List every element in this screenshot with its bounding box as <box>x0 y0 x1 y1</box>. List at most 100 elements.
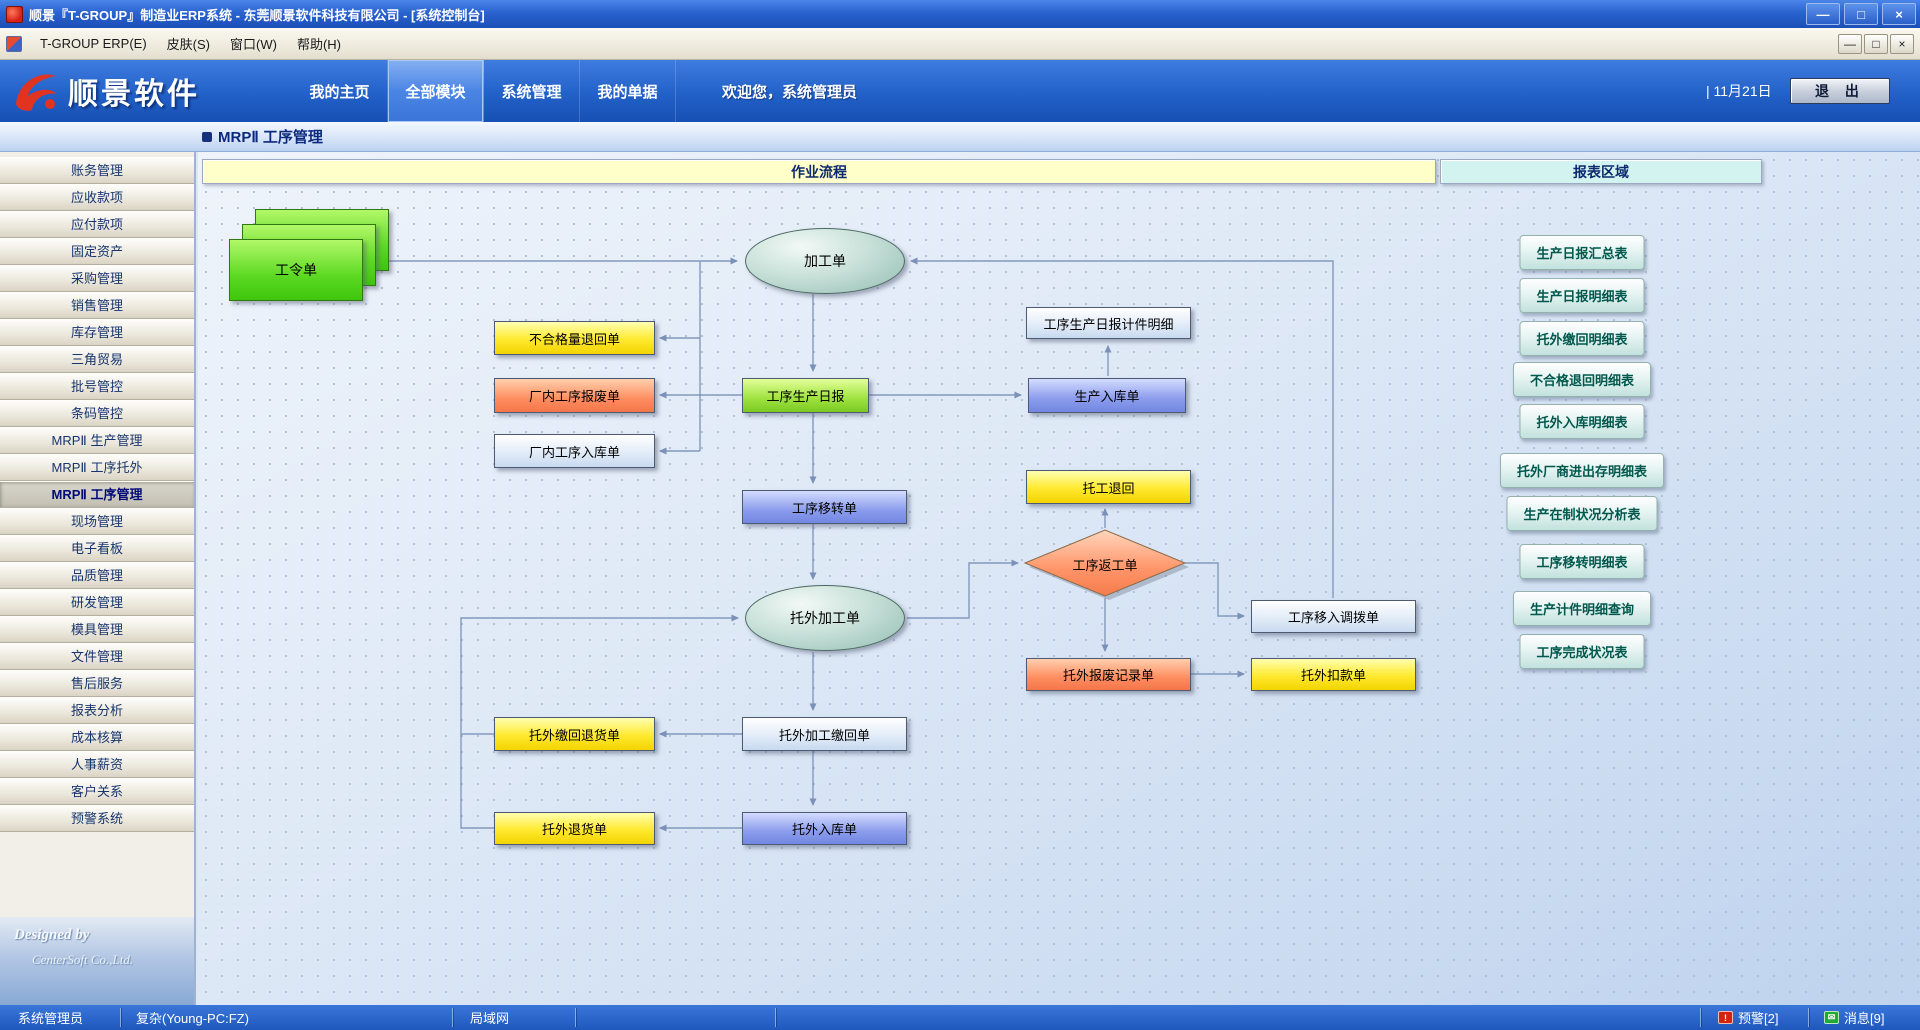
report-production-daily-detail[interactable]: 生产日报明细表 <box>1519 278 1645 313</box>
status-messages[interactable]: ✉ 消息[9] <box>1824 1005 1884 1030</box>
status-separator <box>120 1008 121 1027</box>
menu-tgroup-erp[interactable]: T-GROUP ERP(E) <box>40 36 147 51</box>
report-transfer-detail[interactable]: 工序移转明细表 <box>1519 544 1645 579</box>
sidebar-item-mold[interactable]: 模具管理 <box>0 616 194 643</box>
node-outsource-scrap[interactable]: 托外报废记录单 <box>1026 658 1191 691</box>
sidebar-item-triangle-trade[interactable]: 三角贸易 <box>0 346 194 373</box>
report-process-completion-status[interactable]: 工序完成状况表 <box>1519 634 1645 669</box>
node-transfer-order[interactable]: 工序移转单 <box>742 490 907 524</box>
node-transfer-in-allot[interactable]: 工序移入调拨单 <box>1251 600 1416 633</box>
sidebar-item-barcode-control[interactable]: 条码管控 <box>0 400 194 427</box>
report-outsource-receipt-detail[interactable]: 托外缴回明细表 <box>1519 321 1645 356</box>
minimize-button[interactable]: — <box>1806 3 1840 25</box>
node-rework-order[interactable]: 工序返工单 <box>1072 558 1138 573</box>
status-machine: 复杂(Young-PC:FZ) <box>136 1011 249 1026</box>
status-alerts[interactable]: ! 预警[2] <box>1718 1005 1778 1030</box>
sidebar-item-files[interactable]: 文件管理 <box>0 643 194 670</box>
node-factory-inbound[interactable]: 厂内工序入库单 <box>494 434 655 468</box>
sidebar-item-accounting[interactable]: 账务管理 <box>0 157 194 184</box>
date-label: | 11月21日 <box>1706 83 1772 99</box>
app-logo-icon <box>6 5 23 23</box>
sidebar-item-purchasing[interactable]: 采购管理 <box>0 265 194 292</box>
sidebar-item-shopfloor[interactable]: 现场管理 <box>0 508 194 535</box>
report-reject-return-detail[interactable]: 不合格退回明细表 <box>1512 362 1652 397</box>
window-title: 顺景『T-GROUP』制造业ERP系统 - 东莞顺景软件科技有限公司 - [系统… <box>29 7 485 23</box>
sidebar-item-quality[interactable]: 品质管理 <box>0 562 194 589</box>
brand-name: 顺景软件 <box>68 78 200 111</box>
node-outsource-refund[interactable]: 托外退货单 <box>494 812 655 845</box>
sidebar-item-mrp2-production[interactable]: MRPⅡ 生产管理 <box>0 427 194 454</box>
node-outsource-order[interactable]: 托外加工单 <box>745 585 905 651</box>
company-text: CenterSoft Co.,Ltd. <box>32 952 134 967</box>
sidebar-item-payables[interactable]: 应付款项 <box>0 211 194 238</box>
report-outsource-vendor-inout-detail[interactable]: 托外厂商进出存明细表 <box>1499 453 1665 488</box>
node-outsource-deduction[interactable]: 托外扣款单 <box>1251 658 1416 691</box>
swoosh-logo-icon <box>16 74 56 111</box>
mdi-restore-button[interactable]: □ <box>1864 33 1888 54</box>
sidebar-item-mrp2-process[interactable]: MRPⅡ 工序管理 <box>0 481 194 508</box>
flow-connectors <box>363 257 1334 832</box>
welcome-text: 欢迎您，系统管理员 <box>722 83 858 101</box>
mdi-close-button[interactable]: × <box>1890 33 1914 54</box>
report-production-daily-summary[interactable]: 生产日报汇总表 <box>1519 235 1645 270</box>
message-icon: ✉ <box>1824 1011 1839 1024</box>
flowchart-canvas: 作业流程 报表区域 <box>198 152 1920 1005</box>
sidebar-items: 账务管理 应收款项 应付款项 固定资产 采购管理 销售管理 库存管理 三角贸易 … <box>0 152 194 832</box>
close-button[interactable]: × <box>1882 3 1916 25</box>
sidebar-item-crm[interactable]: 客户关系 <box>0 778 194 805</box>
sidebar-item-fixed-assets[interactable]: 固定资产 <box>0 238 194 265</box>
sidebar-branding: Designed by CenterSoft Co.,Ltd. <box>0 917 194 1005</box>
sidebar-item-mrp2-outsourcing[interactable]: MRPⅡ 工序托外 <box>0 454 194 481</box>
nav-tabs: 我的主页 全部模块 系统管理 我的单据 <box>292 60 676 122</box>
report-wip-status-analysis[interactable]: 生产在制状况分析表 <box>1506 496 1658 531</box>
sidebar-item-rnd[interactable]: 研发管理 <box>0 589 194 616</box>
sidebar-item-batch-control[interactable]: 批号管控 <box>0 373 194 400</box>
sidebar-item-sales[interactable]: 销售管理 <box>0 292 194 319</box>
module-title: MRPⅡ 工序管理 <box>218 129 323 146</box>
status-separator <box>775 1008 776 1027</box>
mdi-document-icon <box>6 35 22 52</box>
flow-zone-header: 作业流程 <box>202 159 1436 184</box>
menu-skin[interactable]: 皮肤(S) <box>166 37 211 52</box>
node-outwork-return[interactable]: 托工退回 <box>1026 470 1191 504</box>
node-production-inbound[interactable]: 生产入库单 <box>1028 378 1186 413</box>
sidebar-item-receivables[interactable]: 应收款项 <box>0 184 194 211</box>
tab-my-documents[interactable]: 我的单据 <box>580 60 676 122</box>
status-separator <box>1700 1008 1701 1027</box>
node-work-order-stack[interactable]: 工令单 <box>229 209 399 304</box>
tab-my-home[interactable]: 我的主页 <box>292 60 388 122</box>
status-separator <box>1808 1008 1809 1027</box>
maximize-button[interactable]: □ <box>1844 3 1878 25</box>
node-factory-scrap[interactable]: 厂内工序报废单 <box>494 378 655 413</box>
node-outsource-inbound[interactable]: 托外入库单 <box>742 812 907 845</box>
sidebar-item-hr-payroll[interactable]: 人事薪资 <box>0 751 194 778</box>
mdi-minimize-button[interactable]: — <box>1838 33 1862 54</box>
sidebar-item-report-analysis[interactable]: 报表分析 <box>0 697 194 724</box>
exit-button[interactable]: 退 出 <box>1790 78 1890 104</box>
sidebar-item-after-sales[interactable]: 售后服务 <box>0 670 194 697</box>
status-bar: 系统管理员 复杂(Young-PC:FZ) 局域网 ! 预警[2] ✉ 消息[9… <box>0 1005 1920 1030</box>
module-sidebar: 账务管理 应收款项 应付款项 固定资产 采购管理 销售管理 库存管理 三角贸易 … <box>0 152 196 1005</box>
sidebar-item-costing[interactable]: 成本核算 <box>0 724 194 751</box>
node-work-order[interactable]: 工令单 <box>229 239 363 301</box>
menu-window[interactable]: 窗口(W) <box>230 37 277 52</box>
status-separator <box>575 1008 576 1027</box>
menu-bar: T-GROUP ERP(E) 皮肤(S) 窗口(W) 帮助(H) — □ × <box>0 28 1920 60</box>
report-outsource-inbound-detail[interactable]: 托外入库明细表 <box>1519 404 1645 439</box>
node-reject-return[interactable]: 不合格量退回单 <box>494 321 655 355</box>
brand-logo: 顺景软件 <box>10 66 200 116</box>
node-process-order[interactable]: 加工单 <box>745 228 905 294</box>
menu-help[interactable]: 帮助(H) <box>296 37 341 52</box>
sidebar-item-eboard[interactable]: 电子看板 <box>0 535 194 562</box>
sidebar-item-alert-system[interactable]: 预警系统 <box>0 805 194 832</box>
tab-all-modules[interactable]: 全部模块 <box>388 60 484 122</box>
sidebar-item-inventory[interactable]: 库存管理 <box>0 319 194 346</box>
node-daily-report[interactable]: 工序生产日报 <box>742 378 869 413</box>
node-outsource-return-refund[interactable]: 托外缴回退货单 <box>494 717 655 751</box>
node-outsource-receipt[interactable]: 托外加工缴回单 <box>742 717 907 751</box>
title-bar: 顺景『T-GROUP』制造业ERP系统 - 东莞顺景软件科技有限公司 - [系统… <box>0 0 1920 28</box>
node-piecework-detail[interactable]: 工序生产日报计件明细 <box>1026 307 1191 339</box>
report-piecework-detail-query[interactable]: 生产计件明细查询 <box>1512 591 1652 626</box>
tab-system-admin[interactable]: 系统管理 <box>484 60 580 122</box>
